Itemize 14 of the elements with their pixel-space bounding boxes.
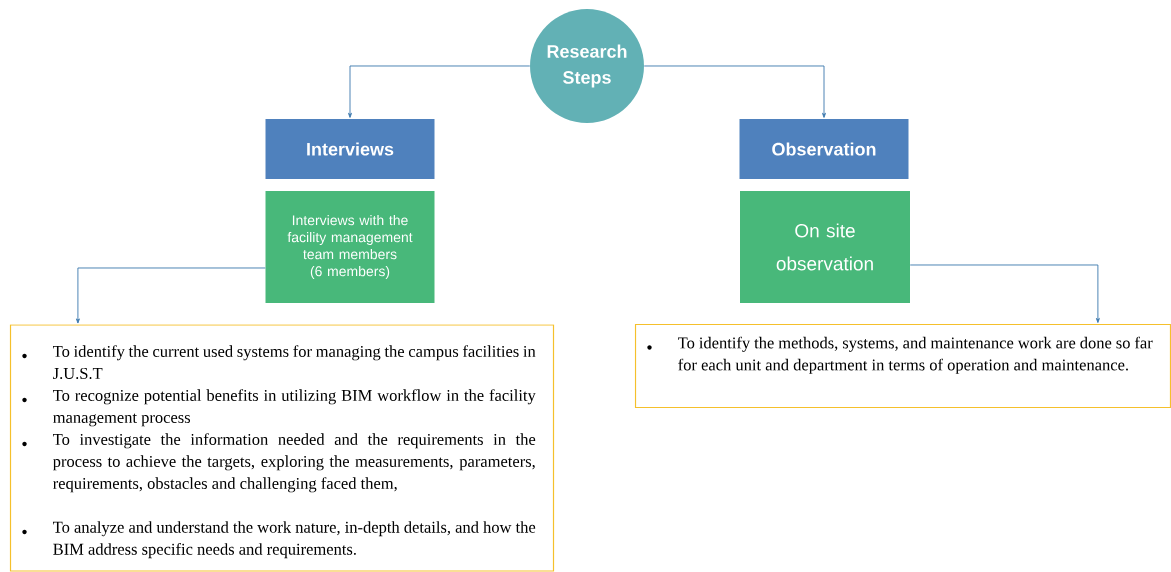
arrow [643, 65, 826, 118]
arrow [75, 267, 266, 324]
heading-box: Interviews [265, 119, 435, 179]
list-item: To analyze and understand the work nature, in-depth details, and how the BIM address specific needs and requirements. [53, 521, 536, 559]
list-item: To identify the methods, systems, and maintenance work are done so far for each unit and department in terms of operation and maintenance. [678, 336, 1153, 374]
description-box: Interviews with the facility management team members (6 members) [265, 191, 435, 303]
list-item: To identify the current used systems for managing the campus facilities in J.U.S.T [53, 345, 536, 380]
arrow [348, 65, 531, 118]
arrow [909, 264, 1100, 323]
list-item: To recognize potential benefits in utilizing BIM workflow in the facility management process [53, 389, 536, 427]
circle-node: Research Steps [530, 9, 644, 123]
list-item: To investigate the information needed and the requirements in the process to achieve the targets, exploring the measurements, parameters, requirements, obstacles and challenging faced them, [53, 433, 536, 493]
heading-box: Observation [739, 119, 909, 179]
description-box: On site observation [740, 191, 910, 303]
